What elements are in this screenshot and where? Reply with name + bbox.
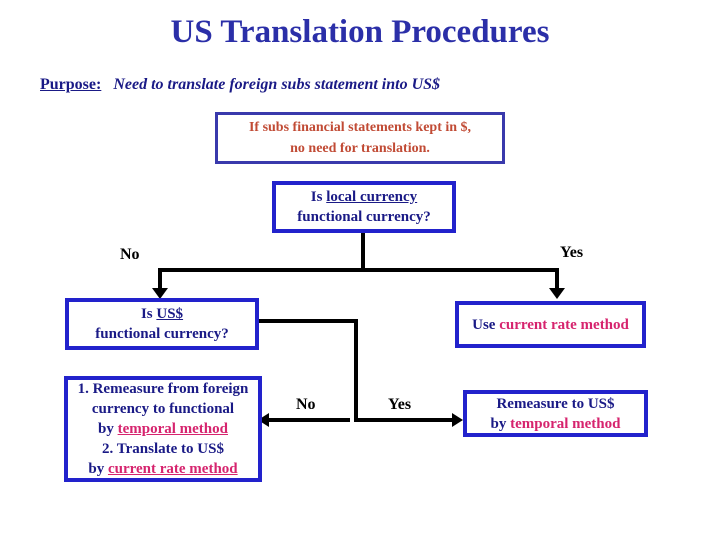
connector-vertical-no (158, 270, 162, 290)
qlocal-underlined: local currency (326, 189, 418, 205)
remeasureus-line-2-method: temporal method (510, 415, 621, 432)
steps-line-4: 2. Translate to US$ (102, 441, 224, 457)
usecurrent-method: current rate method (499, 316, 629, 333)
connector-horizontal-yes-bottom (358, 418, 453, 422)
spacer (105, 76, 109, 93)
steps-line-5: by current rate method (88, 459, 237, 479)
result-box-remeasure-steps: 1. Remeasure from foreign currency to fu… (64, 376, 262, 482)
qus-line-2: functional currency? (95, 326, 229, 342)
info-line-1: If subs financial statements kept in $, (248, 120, 472, 135)
purpose-line: Purpose: Need to translate foreign subs … (40, 76, 440, 94)
qlocal-line-1: Is local currency (311, 187, 417, 207)
connector-horizontal-top (158, 268, 559, 272)
arrow-down-icon (152, 288, 168, 299)
branch-label-no-bottom: No (296, 396, 316, 413)
decision-box-us-dollar: Is US$ functional currency? (65, 298, 259, 350)
elbow-vertical (354, 319, 358, 422)
qlocal-pre: Is (310, 189, 327, 205)
qus-underlined: US$ (156, 306, 184, 322)
purpose-label: Purpose: (40, 76, 102, 93)
info-line-2: no need for translation. (290, 141, 430, 156)
arrow-right-icon (452, 413, 463, 427)
branch-label-yes-top: Yes (560, 244, 584, 261)
steps-line-3-method: temporal method (117, 421, 228, 437)
page-title: US Translation Procedures (170, 14, 550, 50)
usecurrent-line: Use current rate method (472, 315, 629, 335)
connector-vertical-top (361, 233, 365, 270)
elbow-horizontal (259, 319, 358, 323)
steps-line-5-pre: by (88, 461, 108, 477)
result-box-current-rate: Use current rate method (455, 301, 646, 348)
arrow-down-icon (549, 288, 565, 299)
steps-line-3-pre: by (98, 421, 118, 437)
steps-line-5-method: current rate method (107, 461, 238, 477)
purpose-text: Need to translate foreign subs statement… (113, 76, 441, 93)
remeasureus-line-1: Remeasure to US$ (496, 395, 615, 412)
connector-vertical-yes (555, 270, 559, 290)
remeasureus-line-2-pre: by (490, 415, 511, 432)
qus-line-1: Is US$ (141, 304, 183, 324)
info-box-no-translation: If subs financial statements kept in $, … (215, 112, 505, 164)
remeasureus-line-2: by temporal method (491, 414, 621, 434)
steps-line-3: by temporal method (98, 419, 228, 439)
decision-box-local-currency: Is local currency functional currency? (272, 181, 456, 233)
arrow-left-icon (258, 413, 269, 427)
usecurrent-pre: Use (472, 316, 500, 333)
qus-pre: Is (140, 306, 157, 322)
branch-label-no-top: No (120, 246, 140, 263)
steps-line-2: currency to functional (91, 401, 235, 417)
qlocal-line-2: functional currency? (297, 209, 431, 225)
branch-label-yes-bottom: Yes (388, 396, 412, 413)
result-box-remeasure-us: Remeasure to US$ by temporal method (463, 390, 648, 437)
connector-horizontal-no-bottom (267, 418, 350, 422)
steps-line-1: 1. Remeasure from foreign (77, 381, 249, 397)
